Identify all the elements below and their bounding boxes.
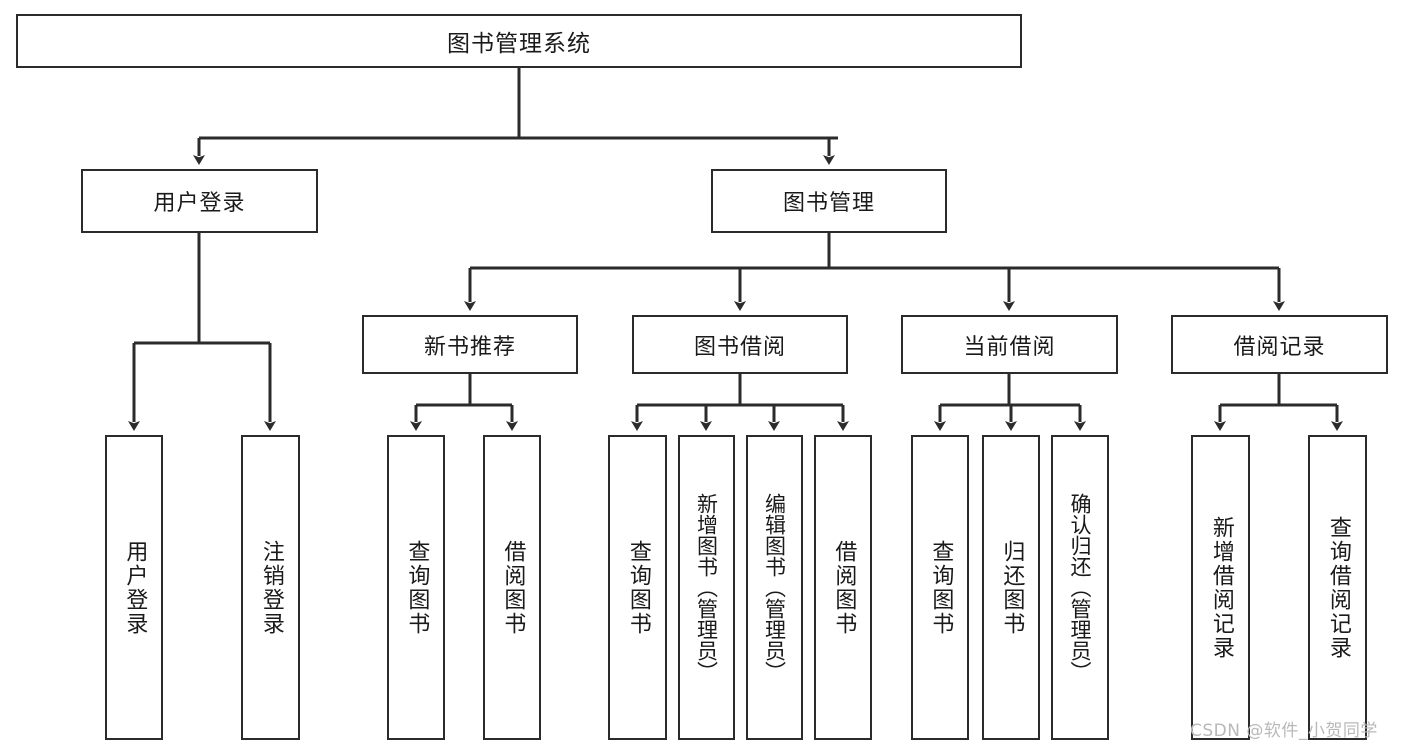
leaf-node[interactable]: 归还图书	[982, 435, 1040, 740]
leaf-node[interactable]: 用户登录	[105, 435, 163, 740]
leaf-node[interactable]: 注销登录	[241, 435, 300, 740]
leaf-label: 新增图书（管理员）	[694, 493, 719, 682]
node-label: 当前借阅	[963, 334, 1056, 360]
csdn-watermark: CSDN @软件_小贺同学	[1190, 721, 1378, 741]
leaf-label: 借阅图书	[500, 539, 526, 636]
leaf-node[interactable]: 查询图书	[608, 435, 667, 740]
leaf-label: 查询图书	[404, 539, 430, 636]
leaf-node[interactable]: 查询借阅记录	[1308, 435, 1367, 740]
node-label: 新书推荐	[423, 334, 516, 360]
leaf-node[interactable]: 新增借阅记录	[1191, 435, 1250, 740]
level3-node[interactable]: 图书借阅	[632, 315, 848, 374]
level2-node[interactable]: 图书管理	[711, 169, 947, 233]
leaf-node[interactable]: 查询图书	[387, 435, 445, 740]
leaf-label: 查询借阅记录	[1325, 515, 1351, 660]
leaf-label: 编辑图书（管理员）	[762, 493, 787, 682]
leaf-node[interactable]: 确认归还（管理员）	[1051, 435, 1109, 740]
level3-node[interactable]: 当前借阅	[901, 315, 1118, 374]
node-label: 图书借阅	[693, 334, 786, 360]
level3-node[interactable]: 借阅记录	[1171, 315, 1388, 374]
node-label: 图书管理	[782, 191, 875, 216]
leaf-node[interactable]: 查询图书	[911, 435, 969, 740]
leaf-label: 新增借阅记录	[1208, 515, 1234, 660]
node-label: 用户登录	[153, 191, 246, 216]
leaf-label: 确认归还（管理员）	[1068, 493, 1093, 682]
leaf-label: 查询图书	[928, 539, 954, 636]
root-node[interactable]: 图书管理系统	[16, 14, 1022, 68]
leaf-node[interactable]: 新增图书（管理员）	[678, 435, 735, 740]
leaf-node[interactable]: 编辑图书（管理员）	[746, 435, 803, 740]
leaf-label: 用户登录	[122, 539, 148, 636]
leaf-node[interactable]: 借阅图书	[814, 435, 872, 740]
leaf-label: 查询图书	[625, 539, 651, 636]
level3-node[interactable]: 新书推荐	[362, 315, 578, 374]
leaf-label: 注销登录	[258, 539, 284, 636]
leaf-node[interactable]: 借阅图书	[483, 435, 541, 740]
node-label: 图书管理系统	[447, 31, 591, 57]
leaf-label: 借阅图书	[831, 539, 857, 636]
level2-node[interactable]: 用户登录	[81, 169, 318, 233]
node-label: 借阅记录	[1233, 334, 1326, 360]
leaf-label: 归还图书	[999, 539, 1025, 636]
